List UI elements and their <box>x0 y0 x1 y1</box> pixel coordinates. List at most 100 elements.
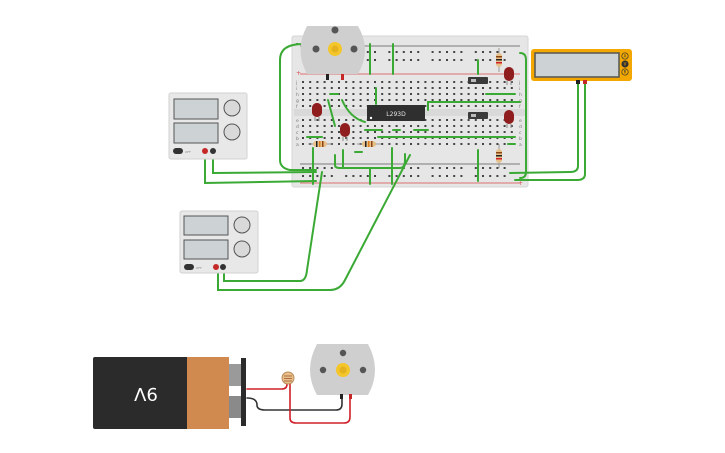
hole[interactable] <box>467 119 470 121</box>
rail-hole[interactable] <box>496 167 499 169</box>
hole[interactable] <box>410 93 412 95</box>
hole[interactable] <box>460 125 463 127</box>
hole[interactable] <box>496 131 499 133</box>
multimeter-mode-v-button[interactable]: V <box>621 60 629 68</box>
hole[interactable] <box>316 81 319 83</box>
hole[interactable] <box>352 105 355 107</box>
rail-hole[interactable] <box>438 167 441 169</box>
hole[interactable] <box>482 93 484 95</box>
hole[interactable] <box>359 87 362 89</box>
hole[interactable] <box>453 81 456 83</box>
rail-hole[interactable] <box>460 175 463 177</box>
hole[interactable] <box>330 131 333 133</box>
hole[interactable] <box>438 143 441 145</box>
power-supply-2[interactable]: OFF <box>179 210 259 274</box>
hole[interactable] <box>374 81 376 83</box>
ps2-power-switch[interactable] <box>184 264 194 270</box>
rail-hole[interactable] <box>482 175 484 177</box>
hole[interactable] <box>374 137 376 139</box>
hole[interactable] <box>330 137 333 139</box>
hole[interactable] <box>323 131 326 133</box>
rail-hole[interactable] <box>402 51 405 53</box>
hole[interactable] <box>474 87 477 89</box>
hole[interactable] <box>316 87 319 89</box>
hole[interactable] <box>352 143 355 145</box>
resistor[interactable] <box>357 141 381 147</box>
hole[interactable] <box>388 81 391 83</box>
hole[interactable] <box>338 99 340 101</box>
rail-hole[interactable] <box>309 175 312 177</box>
rail-hole[interactable] <box>460 167 463 169</box>
hole[interactable] <box>352 93 355 95</box>
rail-hole[interactable] <box>410 51 412 53</box>
ps1-negative-terminal[interactable] <box>210 148 216 154</box>
hole[interactable] <box>410 99 412 101</box>
rail-hole[interactable] <box>417 175 420 177</box>
multimeter-terminal-black[interactable] <box>576 80 580 84</box>
rail-hole[interactable] <box>374 175 376 177</box>
motor-terminal-black[interactable] <box>326 74 329 80</box>
hole[interactable] <box>381 87 384 89</box>
hole[interactable] <box>330 105 333 107</box>
hole[interactable] <box>460 131 463 133</box>
rail-hole[interactable] <box>366 51 369 53</box>
rail-hole[interactable] <box>431 59 434 61</box>
hole[interactable] <box>302 93 304 95</box>
hole[interactable] <box>482 105 484 107</box>
hole[interactable] <box>381 125 384 127</box>
hole[interactable] <box>359 137 362 139</box>
hole[interactable] <box>496 87 499 89</box>
hole[interactable] <box>402 131 405 133</box>
hole[interactable] <box>381 131 384 133</box>
hole[interactable] <box>402 87 405 89</box>
hole[interactable] <box>467 143 470 145</box>
slide-switch[interactable] <box>468 77 488 84</box>
hole[interactable] <box>388 93 391 95</box>
rail-hole[interactable] <box>330 175 333 177</box>
wire-black[interactable] <box>246 396 343 411</box>
hole[interactable] <box>323 105 326 107</box>
hole[interactable] <box>453 119 456 121</box>
hole[interactable] <box>431 99 434 101</box>
hole[interactable] <box>446 125 448 127</box>
hole[interactable] <box>438 119 441 121</box>
hole[interactable] <box>496 119 499 121</box>
hole[interactable] <box>410 131 412 133</box>
hole[interactable] <box>381 99 384 101</box>
hole[interactable] <box>510 87 513 89</box>
hole[interactable] <box>496 143 499 145</box>
hole[interactable] <box>467 105 470 107</box>
hole[interactable] <box>395 87 398 89</box>
hole[interactable] <box>503 99 506 101</box>
hole[interactable] <box>460 119 463 121</box>
hole[interactable] <box>330 99 333 101</box>
rail-hole[interactable] <box>366 175 369 177</box>
rail-hole[interactable] <box>316 167 319 169</box>
rail-hole[interactable] <box>417 51 420 53</box>
hole[interactable] <box>424 143 427 145</box>
hole[interactable] <box>338 105 340 107</box>
hole[interactable] <box>309 105 312 107</box>
hole[interactable] <box>474 131 477 133</box>
hole[interactable] <box>359 93 362 95</box>
hole[interactable] <box>467 131 470 133</box>
rail-hole[interactable] <box>345 175 348 177</box>
hole[interactable] <box>338 137 340 139</box>
rail-hole[interactable] <box>374 59 376 61</box>
rail-hole[interactable] <box>446 167 448 169</box>
hole[interactable] <box>402 81 405 83</box>
hole[interactable] <box>453 143 456 145</box>
rail-hole[interactable] <box>474 167 477 169</box>
hole[interactable] <box>410 81 412 83</box>
rail-hole[interactable] <box>482 167 484 169</box>
hole[interactable] <box>460 81 463 83</box>
hole[interactable] <box>446 119 448 121</box>
multimeter-mode-a-button[interactable]: A <box>621 52 629 60</box>
hole[interactable] <box>309 99 312 101</box>
hole[interactable] <box>323 119 326 121</box>
led[interactable] <box>504 67 514 85</box>
hole[interactable] <box>503 105 506 107</box>
rail-hole[interactable] <box>323 167 326 169</box>
rail-hole[interactable] <box>496 175 499 177</box>
